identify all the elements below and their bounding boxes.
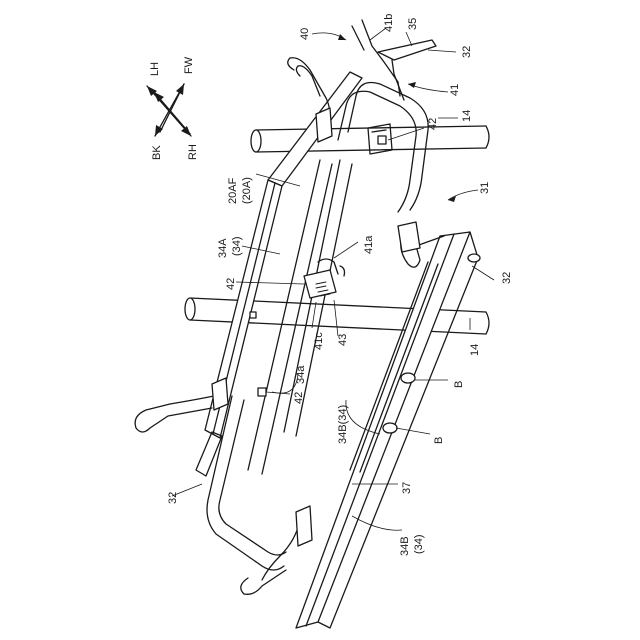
- label-42-mid: 42: [225, 278, 237, 290]
- label-37: 37: [401, 482, 413, 494]
- compass-bk-label: BK: [151, 145, 163, 160]
- label-14-top: 14: [461, 110, 473, 122]
- label-14-right: 14: [469, 344, 481, 356]
- label-32-right: 32: [501, 272, 513, 284]
- arrow-rh-icon: [181, 126, 191, 136]
- label-34b: 34B: [399, 536, 411, 556]
- label-35: 35: [407, 18, 419, 30]
- compass-fw-label: FW: [183, 56, 195, 74]
- label-34b-34: 34B(34): [337, 405, 349, 444]
- arrow-bk-icon: [155, 125, 163, 136]
- label-43: 43: [337, 334, 349, 346]
- label-34a-small: 34a: [295, 365, 307, 384]
- rear-frame-loop: [338, 83, 428, 213]
- label-34b-paren: (34): [413, 534, 425, 554]
- label-b-lower: B: [433, 437, 445, 444]
- label-20a: (20A): [241, 177, 253, 204]
- label-41: 41: [449, 84, 461, 96]
- center-spring: [304, 259, 345, 298]
- label-b-upper: B: [453, 381, 465, 388]
- label-41b: 41b: [383, 14, 395, 32]
- compass-rh-label: RH: [187, 144, 199, 160]
- label-42-low: 42: [293, 392, 305, 404]
- label-31: 31: [479, 182, 491, 194]
- label-32-top: 32: [461, 46, 473, 58]
- compass: [147, 84, 191, 136]
- label-32-left: 32: [167, 492, 179, 504]
- label-41a: 41a: [363, 235, 375, 254]
- lock-mechanism: [352, 20, 436, 154]
- label-34-paren: (34): [231, 236, 243, 256]
- label-41c: 41c: [313, 332, 325, 350]
- label-42-top: 42: [427, 118, 439, 130]
- label-40: 40: [299, 28, 311, 40]
- label-34a: 34A: [217, 238, 229, 258]
- compass-lh-label: LH: [149, 62, 161, 76]
- label-20af: 20AF: [227, 177, 239, 204]
